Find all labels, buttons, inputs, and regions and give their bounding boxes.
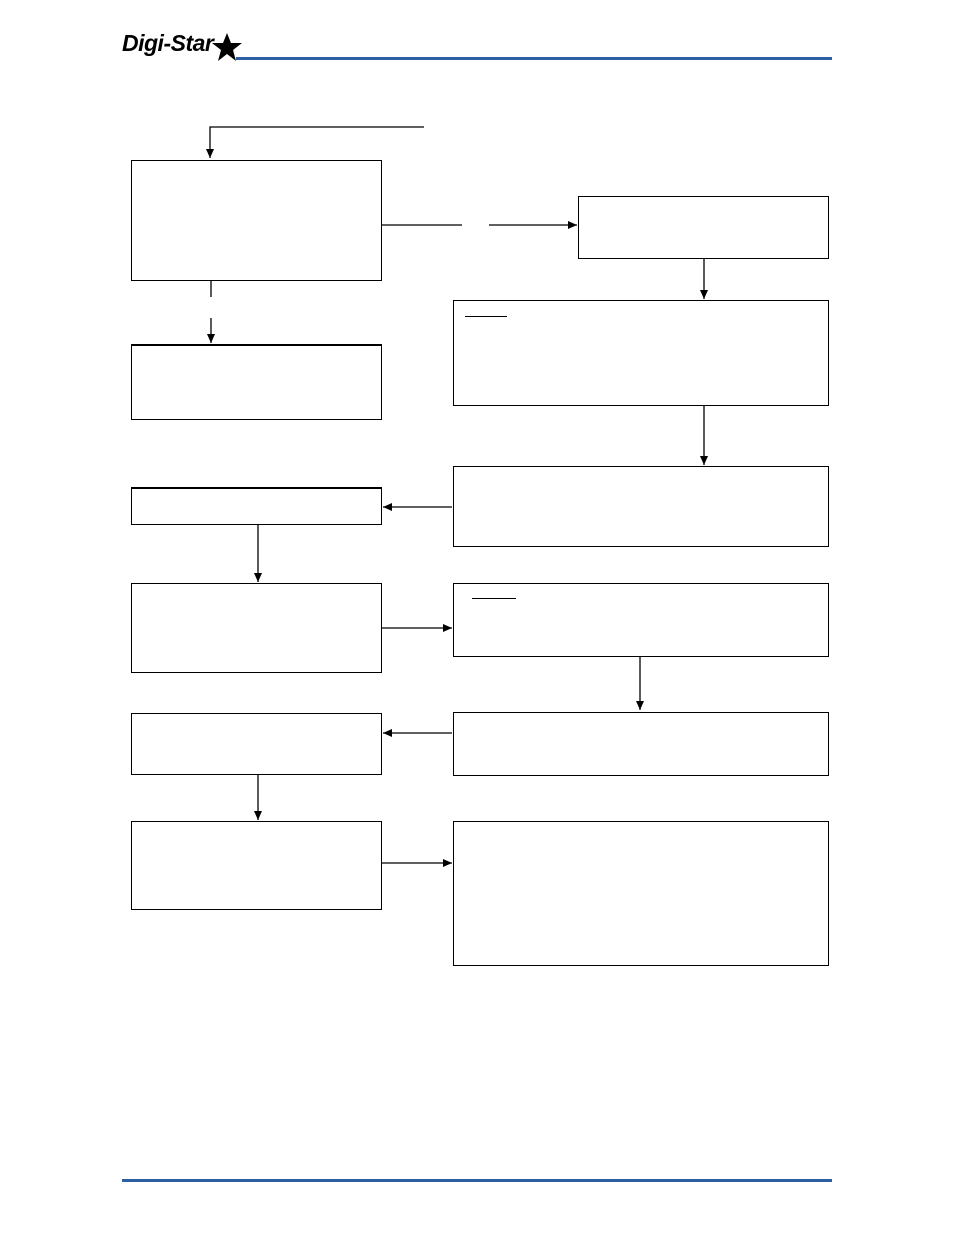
header-rule (236, 57, 832, 60)
entry-connector (206, 126, 424, 158)
flow-node-left-a (131, 344, 382, 420)
brand-logo-text: Digi-Star (122, 30, 214, 56)
flow-node-left-c (131, 583, 382, 673)
flow-node-right-e (453, 712, 829, 776)
star-icon (212, 33, 242, 61)
flow-node-left-d (131, 713, 382, 775)
note-underline (465, 316, 507, 317)
flow-node-left-b (131, 487, 382, 525)
flow-node-right-c (453, 466, 829, 547)
flow-node-right-d (453, 583, 829, 657)
flow-node-right-a (578, 196, 829, 259)
flow-node-start (131, 160, 382, 281)
note-underline (472, 598, 516, 599)
flow-node-right-f (453, 821, 829, 966)
footer-rule (122, 1179, 832, 1182)
flow-node-right-b (453, 300, 829, 406)
flow-node-left-e (131, 821, 382, 910)
